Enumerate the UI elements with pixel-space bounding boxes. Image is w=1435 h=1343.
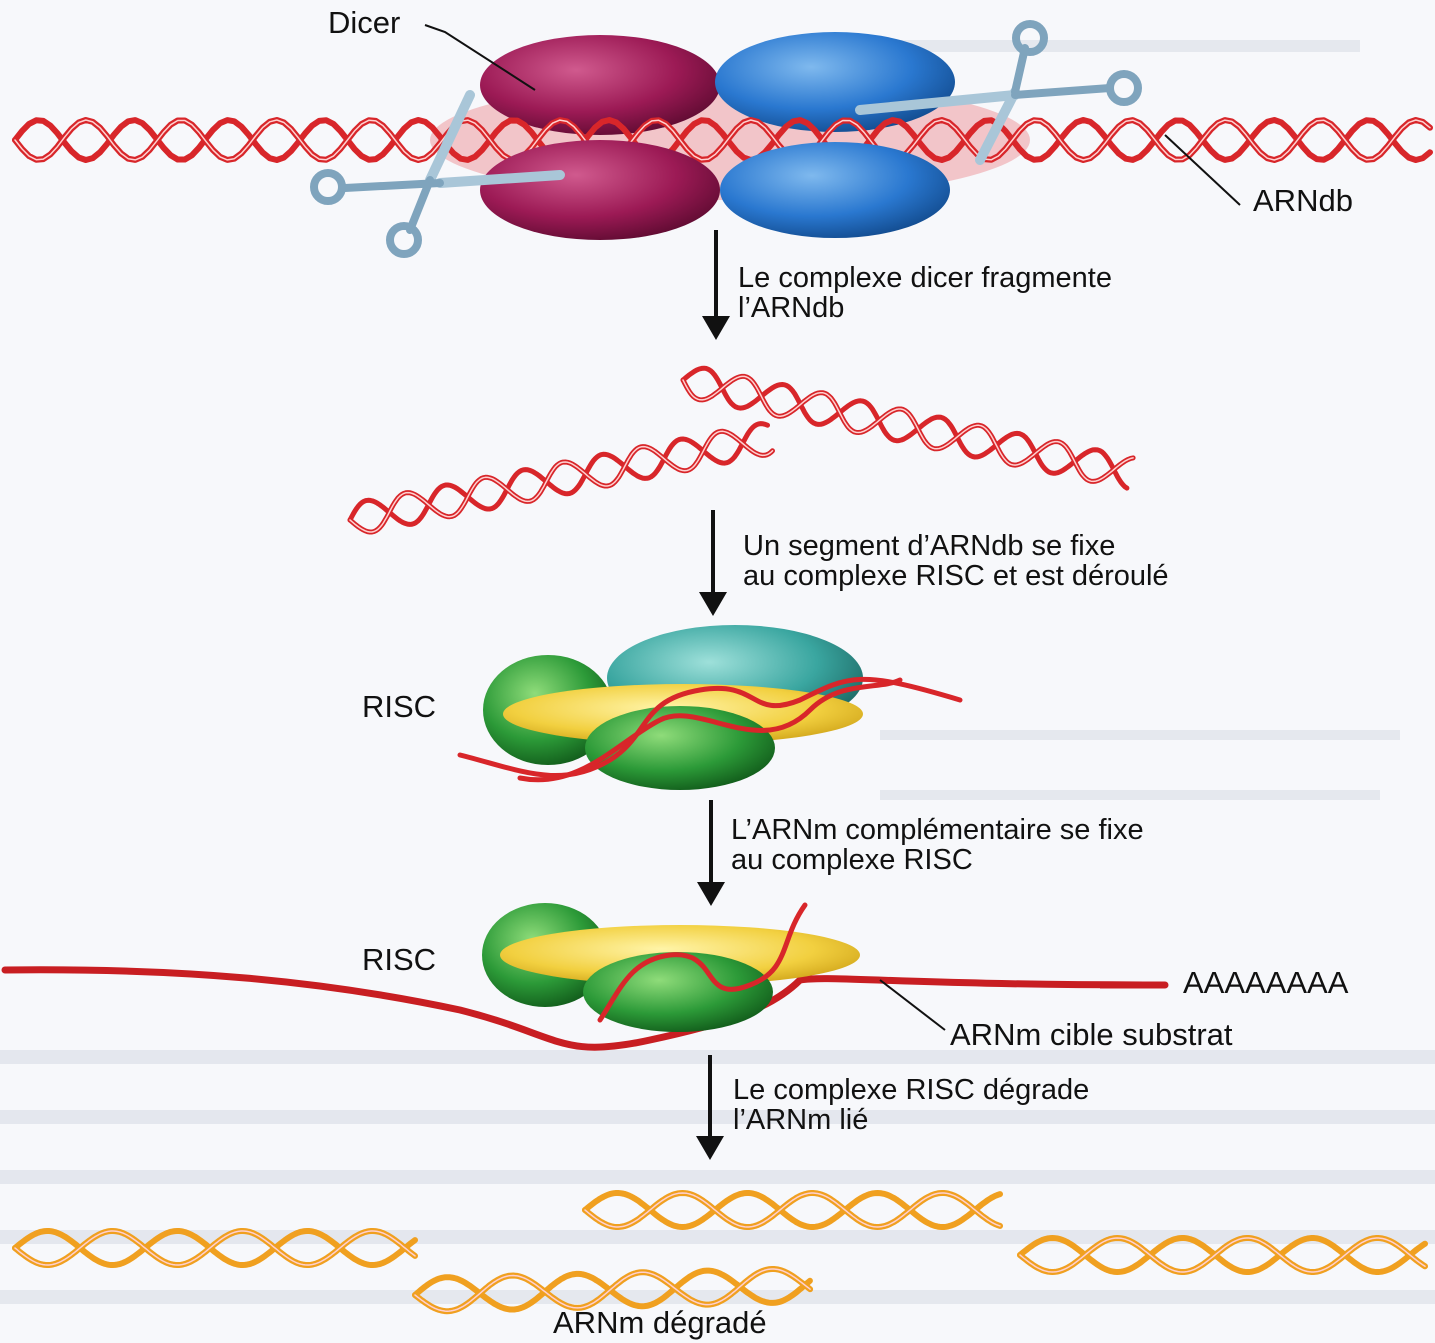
arnm-cible-label: ARNm cible substrat (950, 1020, 1233, 1050)
step-2-line-1: Un segment d’ARNdb se fixe (743, 531, 1169, 561)
arndb-label: ARNdb (1253, 186, 1353, 216)
poly-a-label: AAAAAAAA (1183, 968, 1348, 998)
risc2-subunit-green-small (583, 952, 773, 1032)
dicer-subunit-purple-bottom (480, 140, 720, 240)
dsrna-fragments (350, 368, 1133, 532)
risc-complex-2 (482, 903, 860, 1032)
dicer-subunit-blue-bottom (720, 142, 950, 238)
step-4-line-1: Le complexe RISC dégrade (733, 1075, 1089, 1105)
step-4-text: Le complexe RISC dégrade l’ARNm lié (733, 1075, 1089, 1135)
fragment-2-strand-b (350, 424, 768, 525)
step-arrow-2 (699, 510, 727, 616)
step-3-line-2: au complexe RISC (731, 845, 1144, 875)
step-1-line-1: Le complexe dicer fragmente (738, 263, 1112, 293)
dicer-subunit-blue-top (715, 32, 955, 132)
step-arrow-4 (696, 1055, 724, 1160)
dicer-label: Dicer (328, 8, 400, 38)
risc-label-1: RISC (362, 692, 436, 722)
arnm-degrade-label: ARNm dégradé (553, 1308, 767, 1338)
step-2-line-2: au complexe RISC et est déroulé (743, 561, 1169, 591)
arnm-cible-leader-line (880, 980, 945, 1030)
step-4-line-2: l’ARNm lié (733, 1105, 1089, 1135)
step-1-line-2: l’ARNdb (738, 293, 1112, 323)
arndb-leader-line (1165, 135, 1240, 205)
step-3-line-1: L’ARNm complémentaire se fixe (731, 815, 1144, 845)
fragment-2-strand-a (350, 431, 773, 532)
risc-complex-1 (483, 625, 863, 790)
step-1-text: Le complexe dicer fragmente l’ARNdb (738, 263, 1112, 323)
fragment-2-highlight-a (350, 431, 773, 532)
step-arrow-1 (702, 230, 730, 340)
step-3-text: L’ARNm complémentaire se fixe au complex… (731, 815, 1144, 875)
step-arrow-3 (697, 800, 725, 906)
step-2-text: Un segment d’ARNdb se fixe au complexe R… (743, 531, 1169, 591)
risc-label-2: RISC (362, 945, 436, 975)
